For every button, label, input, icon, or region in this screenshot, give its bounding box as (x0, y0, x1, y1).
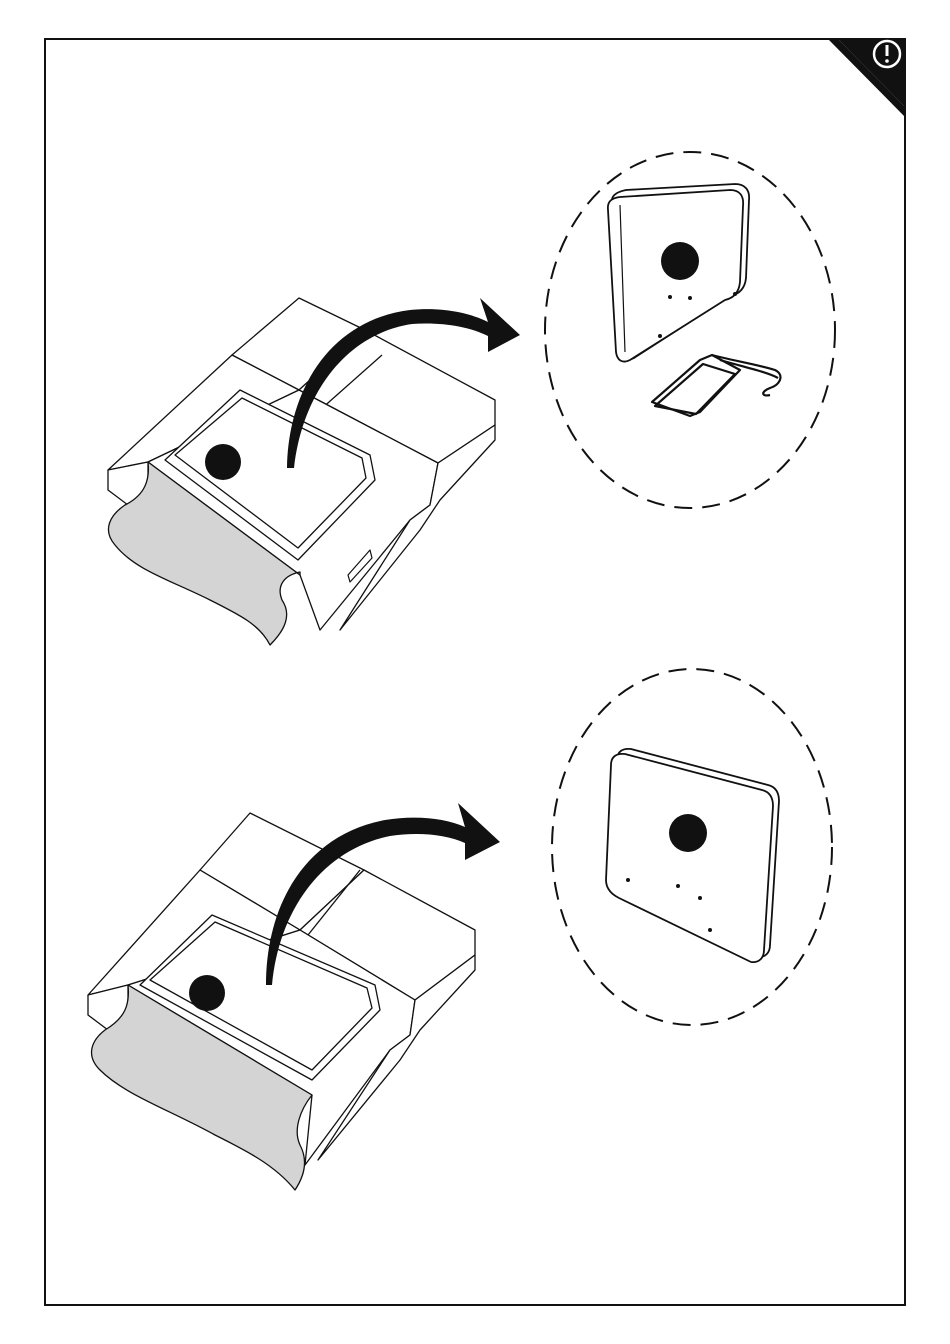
step-1-illustration (108, 152, 835, 645)
device-marker-2 (669, 814, 707, 852)
router-device-2 (606, 749, 779, 962)
page-frame (45, 39, 905, 1305)
cable-1 (652, 355, 780, 416)
callout-marker (189, 975, 225, 1011)
step-2-illustration (88, 669, 832, 1190)
callout-marker (205, 444, 241, 480)
device-marker-1 (661, 242, 699, 280)
warning-badge (828, 39, 905, 117)
